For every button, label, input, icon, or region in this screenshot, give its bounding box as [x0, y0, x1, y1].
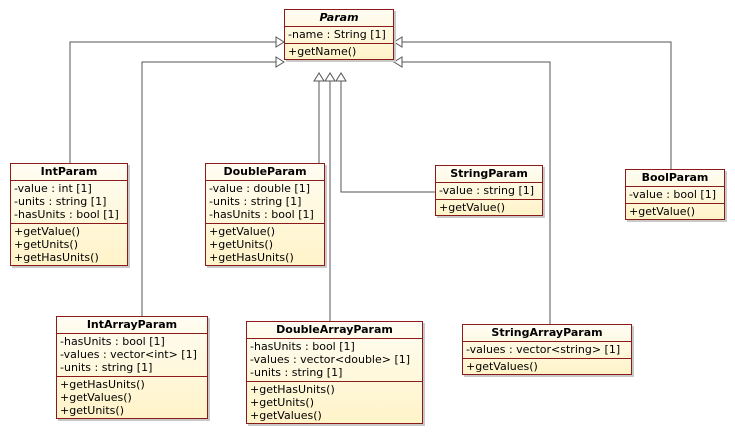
operation: +getValue() — [629, 205, 696, 218]
attribute: -units : string [1] — [14, 195, 107, 208]
operation: +getValue() — [209, 225, 276, 238]
class-doubleparam[interactable]: DoubleParam -value : double [1] -units :… — [205, 163, 325, 266]
attribute: -values : vector<string> [1] — [466, 343, 621, 356]
operation: +getValues() — [466, 360, 538, 373]
attribute: -hasUnits : bool [1] — [14, 208, 119, 221]
class-name: IntArrayParam — [57, 317, 207, 334]
operation: +getValues() — [250, 409, 322, 422]
operation-compartment: +getValue() +getUnits() +getHasUnits() — [206, 224, 324, 265]
attribute-compartment: -value : int [1] -units : string [1] -ha… — [11, 181, 127, 224]
edge-intparam-param — [69, 41, 284, 163]
operation: +getHasUnits() — [209, 251, 294, 264]
arrowhead-intarrayparam — [275, 56, 285, 68]
attribute-compartment: -hasUnits : bool [1] -values : vector<in… — [57, 334, 207, 377]
arrowhead-doubleparam — [313, 72, 325, 82]
arrowhead-doublearrayparam — [324, 72, 336, 82]
class-name: DoubleArrayParam — [247, 322, 422, 339]
class-stringparam[interactable]: StringParam -value : string [1] +getValu… — [435, 165, 543, 216]
operation-compartment: +getValue() — [436, 200, 542, 215]
operation-compartment: +getValues() — [463, 359, 631, 374]
operation: +getHasUnits() — [250, 383, 335, 396]
attribute: -values : vector<int> [1] — [60, 348, 197, 361]
class-name: StringParam — [436, 166, 542, 183]
operation: +getValues() — [60, 391, 132, 404]
class-boolparam[interactable]: BoolParam -value : bool [1] +getValue() — [625, 169, 725, 220]
attribute: -hasUnits : bool [1] — [250, 340, 355, 353]
operation-compartment: +getHasUnits() +getValues() +getUnits() — [57, 377, 207, 418]
attribute: -values : vector<double> [1] — [250, 353, 411, 366]
class-name: Param — [285, 10, 393, 27]
operation: +getUnits() — [250, 396, 314, 409]
edge-stringarrayparam-param — [394, 61, 551, 324]
arrowhead-stringarrayparam — [393, 56, 403, 68]
attribute: -value : bool [1] — [629, 188, 716, 201]
operation-compartment: +getName() — [285, 44, 393, 59]
operation-compartment: +getValue() — [626, 204, 724, 219]
arrowhead-intparam — [275, 36, 285, 48]
attribute-compartment: -value : string [1] — [436, 183, 542, 200]
attribute: -value : string [1] — [439, 184, 535, 197]
attribute: -hasUnits : bool [1] — [60, 335, 165, 348]
attribute: -value : int [1] — [14, 182, 92, 195]
arrowhead-boolparam — [393, 36, 403, 48]
operation-compartment: +getHasUnits() +getUnits() +getValues() — [247, 382, 422, 423]
class-name: StringArrayParam — [463, 325, 631, 342]
edge-intarrayparam-param — [141, 61, 284, 316]
class-stringarrayparam[interactable]: StringArrayParam -values : vector<string… — [462, 324, 632, 375]
class-intparam[interactable]: IntParam -value : int [1] -units : strin… — [10, 163, 128, 266]
edge-stringparam-param — [340, 73, 435, 193]
attribute: -hasUnits : bool [1] — [209, 208, 314, 221]
class-name: IntParam — [11, 164, 127, 181]
class-name: DoubleParam — [206, 164, 324, 181]
class-intarrayparam[interactable]: IntArrayParam -hasUnits : bool [1] -valu… — [56, 316, 208, 419]
operation: +getUnits() — [14, 238, 78, 251]
operation: +getValue() — [439, 201, 506, 214]
attribute-compartment: -value : double [1] -units : string [1] … — [206, 181, 324, 224]
attribute-compartment: -values : vector<string> [1] — [463, 342, 631, 359]
operation: +getValue() — [14, 225, 81, 238]
class-doublearrayparam[interactable]: DoubleArrayParam -hasUnits : bool [1] -v… — [246, 321, 423, 424]
attribute: -name : String [1] — [288, 28, 386, 41]
attribute-compartment: -name : String [1] — [285, 27, 393, 44]
operation: +getHasUnits() — [60, 378, 145, 391]
operation: +getName() — [288, 45, 357, 58]
arrowhead-stringparam — [335, 72, 347, 82]
attribute: -value : double [1] — [209, 182, 310, 195]
operation: +getHasUnits() — [14, 251, 99, 264]
attribute: -units : string [1] — [209, 195, 302, 208]
attribute: -units : string [1] — [250, 366, 343, 379]
attribute: -units : string [1] — [60, 361, 153, 374]
operation: +getUnits() — [209, 238, 273, 251]
operation: +getUnits() — [60, 404, 124, 417]
operation-compartment: +getValue() +getUnits() +getHasUnits() — [11, 224, 127, 265]
attribute-compartment: -value : bool [1] — [626, 187, 724, 204]
attribute-compartment: -hasUnits : bool [1] -values : vector<do… — [247, 339, 422, 382]
class-name: BoolParam — [626, 170, 724, 187]
edge-boolparam-param — [394, 41, 672, 169]
class-param[interactable]: Param -name : String [1] +getName() — [284, 9, 394, 60]
